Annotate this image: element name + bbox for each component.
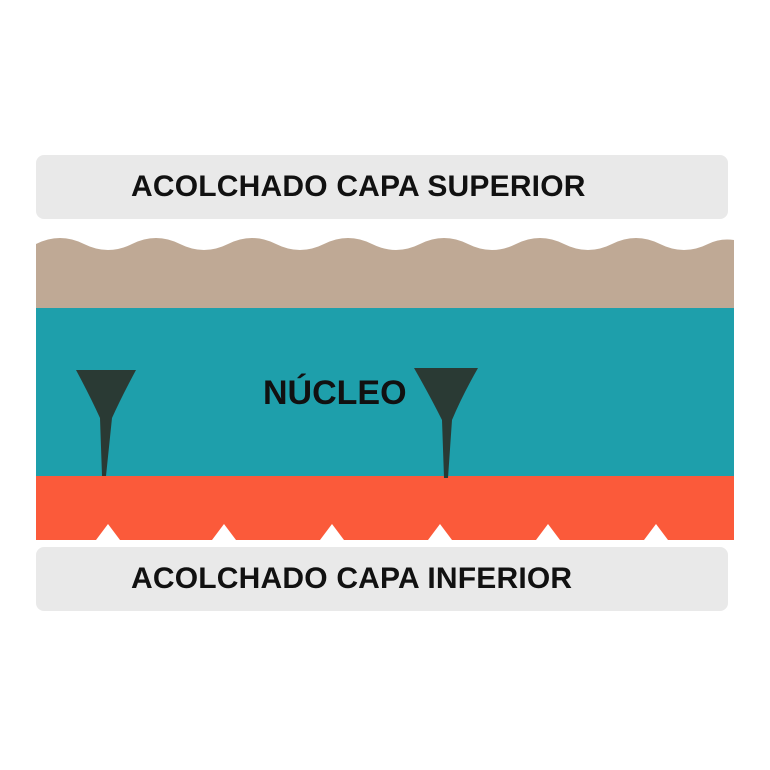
- top-padding-layer: [36, 238, 734, 312]
- bottom-layer-label-box: ACOLCHADO CAPA INFERIOR: [36, 547, 728, 611]
- top-layer-label: ACOLCHADO CAPA SUPERIOR: [131, 170, 586, 203]
- bottom-layer-label: ACOLCHADO CAPA INFERIOR: [131, 562, 573, 595]
- bottom-padding-layer: [36, 476, 734, 540]
- right-anchor: [414, 368, 478, 478]
- left-anchor: [76, 370, 136, 476]
- core-layer: [36, 308, 734, 480]
- top-layer-label-box: ACOLCHADO CAPA SUPERIOR: [36, 155, 728, 219]
- core-label: NÚCLEO: [263, 374, 407, 412]
